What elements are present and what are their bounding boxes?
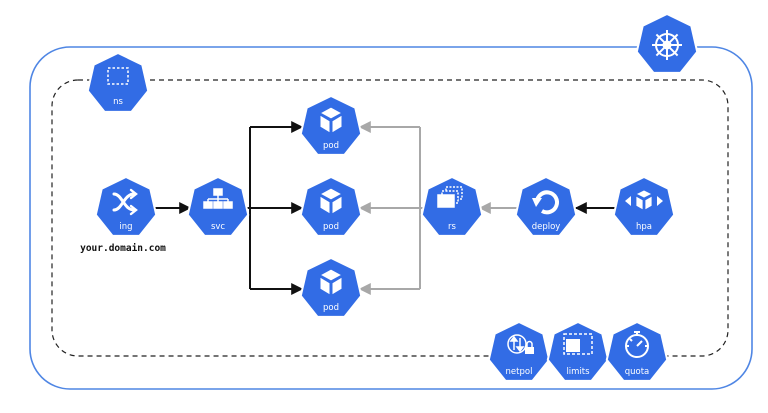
- limits-label: limits: [566, 367, 590, 377]
- pod-node-top: pod: [299, 94, 363, 156]
- stopwatch-icon: [625, 331, 649, 358]
- network-tree-icon: [203, 188, 233, 209]
- cube-icon: [318, 187, 344, 215]
- cube-icon: [318, 268, 344, 296]
- heptagon-badge: [86, 51, 150, 113]
- cube-icon: [318, 106, 344, 134]
- quota-node: quota: [605, 320, 669, 382]
- svc-node: svc: [186, 175, 250, 237]
- heptagon-badge: [514, 175, 578, 237]
- namespace-icon: [107, 67, 129, 85]
- pod-label-middle: pod: [323, 222, 339, 232]
- netpol-label: netpol: [506, 367, 533, 377]
- namespace-boundary: [51, 79, 729, 357]
- refresh-icon: [532, 190, 559, 215]
- hpa-node: hpa: [612, 175, 676, 237]
- pod-label-bottom: pod: [323, 303, 339, 313]
- domain-label: your.domain.com: [80, 243, 166, 254]
- pod-label-top: pod: [323, 141, 339, 151]
- netpol-node: netpol: [487, 320, 551, 382]
- cluster-node: [635, 12, 699, 74]
- connectors: [155, 121, 615, 295]
- pod-node-bottom: pod: [299, 256, 363, 318]
- heptagon-badge: [605, 320, 669, 382]
- limits-node: limits: [546, 320, 610, 382]
- quota-label: quota: [625, 367, 650, 377]
- heptagon-badge: [299, 175, 363, 237]
- ns-label: ns: [113, 97, 123, 107]
- cluster-boundary: [29, 46, 753, 390]
- ns-node: ns: [86, 51, 150, 113]
- expand-cube-icon: [625, 189, 663, 211]
- svc-label: svc: [211, 222, 225, 232]
- heptagon-badge: [487, 320, 551, 382]
- helm-wheel-icon: [652, 30, 682, 60]
- dashed-window-icon: [563, 333, 593, 355]
- lock-arrows-icon: [507, 334, 534, 354]
- hpa-label: hpa: [636, 222, 652, 232]
- deploy-label: deploy: [532, 222, 561, 232]
- rs-label: rs: [448, 222, 456, 232]
- ing-node: ing: [94, 175, 158, 237]
- heptagon-badge: [299, 256, 363, 318]
- rs-node: rs: [420, 175, 484, 237]
- shuffle-arrows-icon: [112, 188, 138, 216]
- stacked-pages-icon: [437, 186, 463, 208]
- deploy-node: deploy: [514, 175, 578, 237]
- pod-node-middle: pod: [299, 175, 363, 237]
- heptagon-badge: [299, 94, 363, 156]
- heptagon-badge: [612, 175, 676, 237]
- ing-label: ing: [119, 222, 132, 232]
